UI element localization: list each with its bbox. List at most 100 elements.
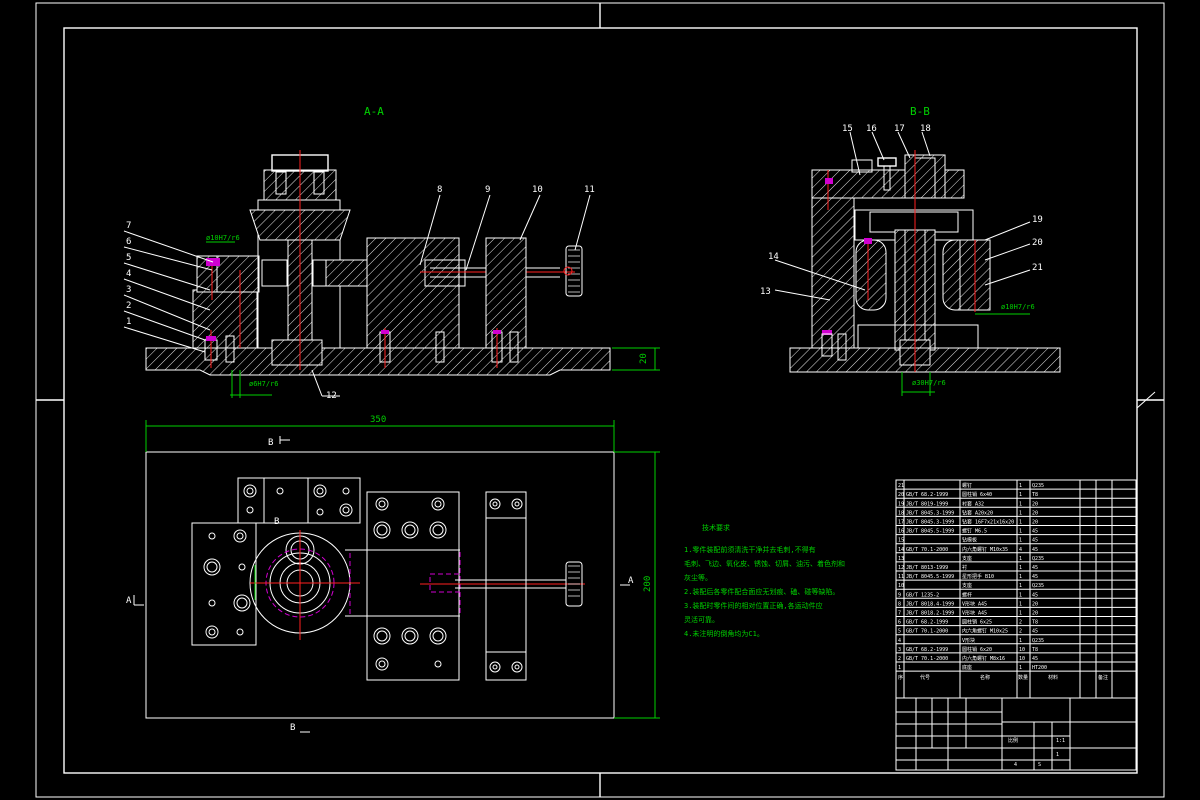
title-scale: 1:1: [1056, 738, 1065, 744]
callout-3: 3: [126, 285, 131, 295]
parts-cell-no: 5: [898, 629, 901, 635]
parts-cell-no: 6: [898, 620, 901, 626]
callout-15: 15: [842, 124, 853, 134]
parts-cell-qty: 10: [1019, 656, 1025, 662]
parts-cell-qty: 10: [1019, 647, 1025, 653]
base-plate-aa: [145, 347, 611, 376]
support-10: [485, 237, 527, 349]
parts-cell-name: 内六角螺钉 M10x25: [962, 628, 1008, 635]
parts-cell-no: 15: [898, 538, 904, 544]
parts-cell-name: 星形把手 B10: [962, 573, 994, 580]
section-mark-b-bottom: B: [290, 723, 295, 733]
parts-cell-name: 圆柱销 6x20: [962, 646, 992, 653]
parts-header-qty: 数量: [1018, 674, 1028, 681]
parts-cell-code: GB/T 1235-2: [906, 592, 939, 598]
callout-18: 18: [920, 124, 931, 134]
parts-header-no: 序: [898, 674, 903, 681]
dim-base-height: 20: [639, 353, 649, 364]
support-13: [811, 169, 855, 349]
parts-header-name: 名称: [980, 674, 990, 681]
knob-11: [565, 245, 583, 297]
plan-view: 350 200 B B A A B: [126, 415, 660, 733]
parts-cell-no: 17: [898, 520, 904, 526]
tech-req-line-2: 毛刺、飞边、氧化皮、锈蚀、切屑、油污、着色剂和: [684, 559, 845, 568]
parts-cell-name: 螺钉 M6.5: [962, 528, 987, 535]
section-view-aa: A-A: [123, 105, 660, 401]
parts-cell-name: V形块: [962, 637, 975, 644]
parts-cell-name: 支座: [962, 582, 972, 589]
parts-cell-qty: 1: [1019, 529, 1022, 535]
parts-cell-name: 衬套 A32: [962, 500, 984, 507]
title-scale-label: 比例: [1008, 737, 1018, 744]
parts-cell-qty: 1: [1019, 611, 1022, 617]
fit-label-bb-bottom: ø30H7/r6: [912, 379, 946, 387]
callout-leaders-aa: [123, 194, 591, 397]
parts-cell-mat: Q235: [1032, 483, 1044, 489]
parts-cell-name: 内六角螺钉 M8x16: [962, 655, 1005, 662]
tech-req-line-5: 3.装配时零件间的相对位置正确,各运动件应: [684, 601, 823, 610]
parts-cell-qty: 1: [1019, 665, 1022, 671]
tech-req-line-4: 2.装配后各零件配合面应无划痕、磕、碰等缺陷。: [684, 587, 839, 596]
parts-cell-name: 钻模板: [962, 537, 977, 544]
parts-cell-code: GB/T 70.1-2000: [906, 629, 948, 635]
parts-cell-code: GB/T 68.2-1999: [906, 620, 948, 626]
callout-1: 1: [126, 317, 131, 327]
parts-cell-no: 3: [898, 647, 901, 653]
section-title-aa: A-A: [364, 105, 384, 118]
callout-11: 11: [584, 185, 595, 195]
parts-cell-mat: Q235: [1032, 583, 1044, 589]
callout-14: 14: [768, 252, 779, 262]
parts-cell-name: 支座: [962, 555, 972, 562]
callout-21: 21: [1032, 263, 1043, 273]
parts-cell-no: 7: [898, 611, 901, 617]
tech-req-line-6: 灵活可靠。: [684, 615, 719, 624]
section-mark-b-inner: B: [274, 517, 279, 527]
title-sheet: 1: [1056, 752, 1059, 758]
parts-cell-mat: 45: [1032, 547, 1038, 553]
parts-cell-qty: 1: [1019, 492, 1022, 498]
parts-cell-no: 8: [898, 601, 901, 607]
parts-cell-no: 9: [898, 592, 901, 598]
callout-9: 9: [485, 185, 490, 195]
parts-cell-qty: 1: [1019, 520, 1022, 526]
parts-cell-code: JB/T 8045.3-1999: [906, 520, 954, 526]
parts-cell-qty: 1: [1019, 638, 1022, 644]
parts-cell-code: GB/T 68.2-1999: [906, 492, 948, 498]
fit-label-aa-bottom: ø6H7/r6: [249, 380, 279, 388]
parts-cell-no: 11: [898, 574, 904, 580]
parts-cell-qty: 1: [1019, 592, 1022, 598]
tech-requirements: 技术要求 1.零件装配前须清洗干净并去毛刺,不得有 毛刺、飞边、氧化皮、锈蚀、切…: [684, 523, 845, 638]
parts-cell-qty: 1: [1019, 574, 1022, 580]
parts-cell-qty: 2: [1019, 620, 1022, 626]
callout-8: 8: [437, 185, 442, 195]
parts-cell-name: V形块 A45: [962, 610, 987, 617]
callout-leaders-bb: [774, 131, 1031, 301]
callout-16: 16: [866, 124, 877, 134]
parts-cell-mat: 20: [1032, 510, 1038, 516]
parts-header-mat: 材料: [1048, 674, 1058, 681]
parts-cell-code: JB/T 8013-1999: [906, 565, 948, 571]
parts-cell-code: JB/T 8045.5-1999: [906, 574, 954, 580]
parts-cell-mat: T8: [1032, 492, 1038, 498]
parts-cell-code: GB/T 68.2-1999: [906, 647, 948, 653]
parts-cell-qty: 4: [1019, 547, 1022, 553]
parts-cell-mat: 45: [1032, 656, 1038, 662]
parts-cell-mat: Q235: [1032, 556, 1044, 562]
parts-cell-name: V形块 A45: [962, 600, 987, 607]
parts-header-code: 代号: [920, 674, 930, 681]
parts-cell-qty: 1: [1019, 556, 1022, 562]
callout-10: 10: [532, 185, 543, 195]
callout-19: 19: [1032, 215, 1043, 225]
parts-cell-mat: 45: [1032, 592, 1038, 598]
sheet-border: [35, 2, 1165, 798]
parts-cell-mat: 45: [1032, 629, 1038, 635]
parts-cell-mat: 20: [1032, 501, 1038, 507]
parts-cell-code: JB/T 8019-1999: [906, 501, 948, 507]
section-mark-a-right: A: [628, 576, 634, 586]
parts-cell-code: JB/T 8045.5-1999: [906, 529, 954, 535]
callout-4: 4: [126, 269, 131, 279]
parts-cell-no: 20: [898, 492, 904, 498]
parts-cell-mat: T8: [1032, 647, 1038, 653]
fit-label-bb-right: ø10H7/r6: [1001, 303, 1035, 311]
